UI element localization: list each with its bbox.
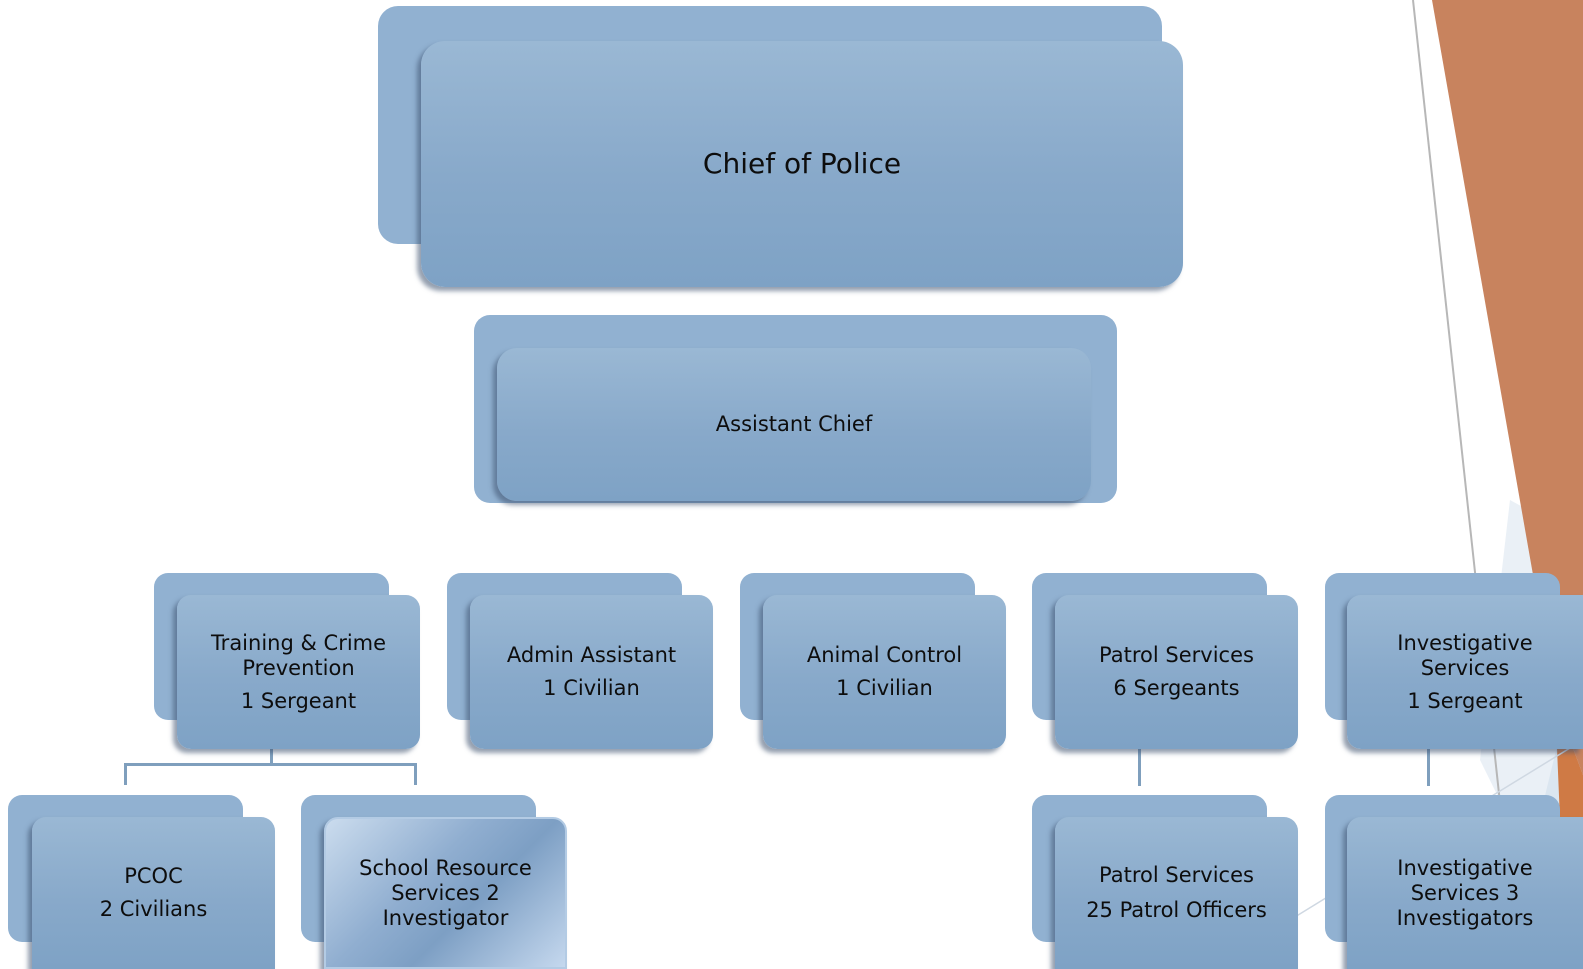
connector-training-down: [270, 744, 273, 764]
chief-of-police-node: Chief of Police: [421, 41, 1183, 287]
connector-pcoc-drop: [124, 763, 127, 785]
assistant-chief-title: Assistant Chief: [715, 412, 873, 436]
sro-title: School Resource Services 2 Investigator: [359, 855, 532, 930]
admin-title: Admin Assistant: [506, 643, 677, 667]
school-resource-services-node: School Resource Services 2 Investigator: [324, 817, 567, 969]
investigative-services-node: Investigative Services 1 Sergeant: [1347, 595, 1583, 749]
patrol-services-node: Patrol Services 6 Sergeants: [1055, 595, 1298, 749]
investigative-detail: 1 Sergeant: [1407, 688, 1523, 713]
connector-investigative-down: [1427, 744, 1430, 786]
animal-control-detail: 1 Civilian: [836, 676, 933, 700]
patrol-title: Patrol Services: [1099, 643, 1254, 667]
training-title: Training & Crime Prevention: [210, 630, 387, 680]
connector-sro-drop: [414, 763, 417, 785]
assistant-chief-node: Assistant Chief: [497, 348, 1091, 501]
connector-training-horizontal: [124, 763, 417, 766]
training-detail: 1 Sergeant: [240, 688, 357, 713]
admin-detail: 1 Civilian: [543, 676, 640, 700]
pcoc-title: PCOC: [124, 864, 183, 888]
investigators-title: Investigative Services 3 Investigators: [1396, 855, 1534, 930]
patrol-officers-node: Patrol Services 25 Patrol Officers: [1055, 817, 1298, 969]
animal-control-node: Animal Control 1 Civilian: [763, 595, 1006, 749]
connector-patrol-down: [1138, 744, 1141, 786]
patrol-officers-detail: 25 Patrol Officers: [1086, 898, 1267, 922]
admin-assistant-node: Admin Assistant 1 Civilian: [470, 595, 713, 749]
patrol-officers-title: Patrol Services: [1099, 863, 1254, 887]
investigators-node: Investigative Services 3 Investigators: [1347, 817, 1583, 969]
investigative-title: Investigative Services: [1397, 630, 1533, 680]
animal-control-title: Animal Control: [806, 643, 963, 667]
patrol-detail: 6 Sergeants: [1113, 676, 1240, 700]
training-crime-prevention-node: Training & Crime Prevention 1 Sergeant: [177, 595, 420, 749]
pcoc-node: PCOC 2 Civilians: [32, 817, 275, 969]
pcoc-detail: 2 Civilians: [99, 897, 208, 921]
chief-title: Chief of Police: [702, 147, 902, 180]
